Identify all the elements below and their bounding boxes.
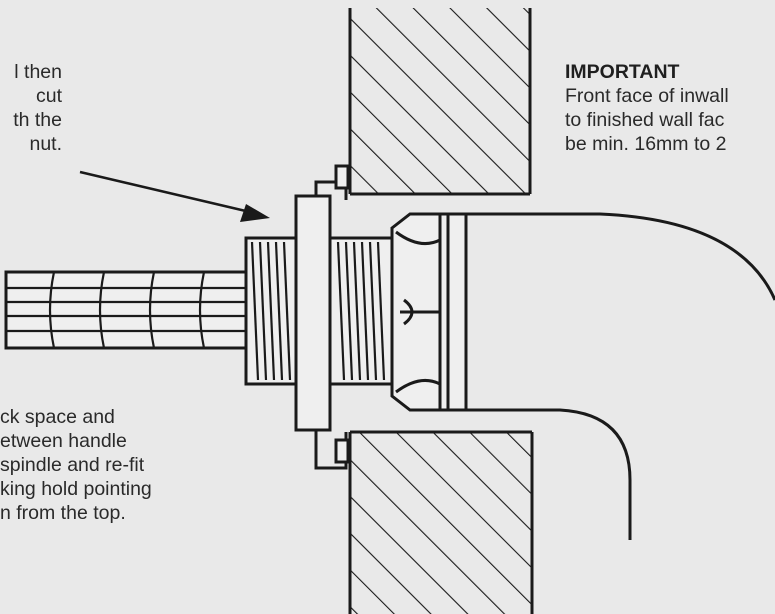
- note-bottom-left-line: king hold pointing: [0, 478, 152, 500]
- note-bottom-left-line: n from the top.: [0, 502, 126, 524]
- wall-upper-section: [348, 8, 532, 196]
- threaded-sleeve-outer: [244, 236, 298, 386]
- hex-nut: [390, 212, 442, 412]
- note-bottom-left-line: ck space and: [0, 406, 115, 428]
- flange-plate: [294, 164, 350, 470]
- note-top-left: l then cut th the nut.: [0, 60, 62, 156]
- note-top-left-line: l then: [14, 61, 62, 83]
- important-note: IMPORTANT Front face of inwall to finish…: [565, 60, 729, 156]
- wall-lower-section: [348, 430, 534, 614]
- important-line: Front face of inwall: [565, 85, 729, 107]
- important-line: to finished wall fac: [565, 109, 725, 131]
- note-bottom-left-line: spindle and re-fit: [0, 454, 145, 476]
- valve-body-bend: [438, 212, 775, 540]
- note-top-left-line: nut.: [29, 133, 62, 155]
- important-line: be min. 16mm to 2: [565, 133, 727, 155]
- note-top-left-line: th the: [13, 109, 62, 131]
- threaded-sleeve-inner: [328, 236, 394, 386]
- note-bottom-left: ck space and etween handle spindle and r…: [0, 405, 152, 525]
- pointer-arrow: [79, 170, 270, 222]
- note-top-left-line: cut: [35, 85, 62, 107]
- note-bottom-left-line: etween handle: [0, 430, 127, 452]
- important-title: IMPORTANT: [565, 61, 680, 83]
- spindle: [4, 270, 248, 350]
